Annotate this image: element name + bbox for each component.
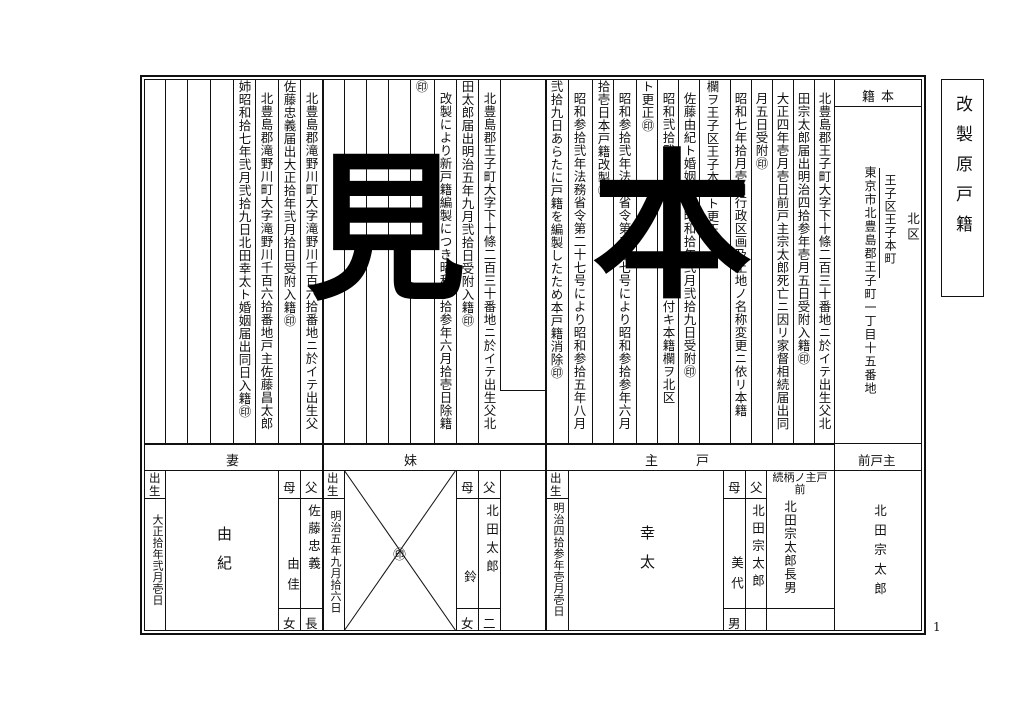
- watermark-mi: 見: [306, 136, 467, 323]
- remark-head-10: 昭和参拾弐年法務省令第二十七号により昭和参拾参年六月: [616, 92, 632, 430]
- head-father: 北田宗太郎: [750, 504, 765, 592]
- wife-mother: 由佳: [285, 557, 300, 598]
- head-relation-short: 男: [728, 616, 741, 631]
- page-number: 1: [933, 620, 941, 634]
- head-birth-label: 出生: [550, 471, 562, 498]
- wife-mother-label: 母: [283, 480, 296, 495]
- wife-father-label: 父: [305, 480, 318, 495]
- honseki-correction: 王子区王子本町: [883, 174, 897, 265]
- honseki-address: 東京市北豊島郡王子町一丁目十五番地: [863, 166, 877, 396]
- remark-wife-4: 姉昭和拾七年弐月弐拾九日北田幸太ト婚姻届出同日入籍㊞: [236, 80, 252, 418]
- sister-stamp: ㊞: [393, 548, 407, 563]
- remark-sister-2: 田太郎届出明治五年九月弐拾日受附入籍㊞: [459, 80, 475, 327]
- remark-head-8: 昭和弐拾弐年法務省令第二十七号ニ付キ本籍欄ヲ北区: [660, 92, 676, 404]
- sister-birth-label: 出生: [327, 471, 339, 498]
- remark-head-6: 欄ヲ王子区王子本町ト更正㊞: [704, 80, 720, 249]
- remark-head-3: 大正四年壱月壱日前戸主宗太郎死亡ニ因リ家督相続届出同: [774, 92, 790, 430]
- sister-birth: 明治五年九月拾六日: [329, 510, 342, 614]
- sister-section-label: 妹: [404, 454, 418, 469]
- remark-sister-4: ㊞: [413, 80, 429, 93]
- head-father-label: 父: [750, 480, 763, 495]
- remark-wife-2: 佐藤忠義届出大正拾年弐月拾日受附入籍㊞: [281, 80, 297, 327]
- remark-sister-3: 改製により新戸籍編製につき昭和参拾参年六月拾壱日除籍: [437, 92, 453, 430]
- wife-name: 由紀: [215, 526, 233, 584]
- remark-wife-1: 北豊島郡滝野川町大字滝野川千百六拾番地ニ於イテ出生父: [303, 92, 319, 430]
- title-box: [941, 79, 984, 297]
- remark-head-12: 昭和参拾弐年法務省令第二十七号により昭和参拾五年八月: [571, 92, 587, 430]
- watermark-hon: 本: [592, 134, 753, 321]
- remark-head-4: 月五日受附㊞: [753, 92, 769, 170]
- head-mother-label: 母: [728, 480, 741, 495]
- sister-father-label: 父: [483, 480, 496, 495]
- remark-head-5: 昭和七年拾月壱日行政区画及土地ノ名称変更ニ依リ本籍: [732, 92, 748, 417]
- previous-head-label: 前戸主: [858, 453, 896, 468]
- wife-father: 佐藤忠義: [306, 504, 321, 574]
- sister-mother-label: 母: [461, 480, 474, 495]
- remark-head-13: 弐拾九日あらたに戸籍を編製したため本戸籍消除㊞: [548, 80, 564, 379]
- register-inner-frame: [144, 79, 922, 631]
- head-relation: 北田宗太郎長男: [782, 500, 797, 595]
- head-birth: 明治四拾参年壱月壱日: [552, 502, 565, 617]
- remark-head-11: 拾壱日本戸籍改製㊞: [595, 80, 611, 197]
- remark-head-2: 田宗太郎届出明治四拾参年壱月五日受附入籍㊞: [795, 92, 811, 365]
- sister-relation: 二: [483, 616, 496, 631]
- remark-head-7: 佐藤由紀ト婚姻届出昭和拾年弐月弐拾九日受附㊞: [681, 92, 697, 378]
- wife-relation: 長: [305, 616, 318, 631]
- sister-relation2: 女: [461, 616, 474, 631]
- honseki-label: 籍本: [862, 90, 901, 105]
- sister-mother: 鈴: [462, 570, 477, 583]
- previous-head-name: 北田宗太郎: [872, 504, 887, 602]
- sister-cancel-cross: [344, 470, 456, 631]
- wife-birth: 大正拾年弐月壱日: [151, 514, 164, 606]
- document-title: 改製原戸籍: [952, 95, 972, 245]
- remark-head-1: 北豊島郡王子町大字下十條二百三十番地ニ於イテ出生父北: [816, 92, 832, 430]
- register-frame: [140, 75, 926, 635]
- sister-father: 北田太郎: [484, 504, 499, 578]
- wife-relation2: 女: [283, 616, 296, 631]
- head-relation-label: 続柄ノ主戸前: [772, 471, 828, 496]
- honseki-ward: 北区: [905, 212, 920, 243]
- wife-birth-label: 出生: [149, 471, 161, 498]
- head-name: 幸太: [638, 525, 656, 583]
- head-section-label: 主 戸: [645, 454, 714, 469]
- remark-head-9: ト更正㊞: [639, 80, 655, 132]
- head-mother: 美代: [729, 556, 744, 597]
- remark-sister-1: 北豊島郡王子町大字下十條二百三十番地ニ於イテ出生父北: [481, 92, 497, 430]
- remark-wife-3: 北豊島郡滝野川町大字滝野川千百六拾番地戸主佐藤昌太郎: [258, 92, 274, 430]
- wife-section-label: 妻: [226, 454, 240, 469]
